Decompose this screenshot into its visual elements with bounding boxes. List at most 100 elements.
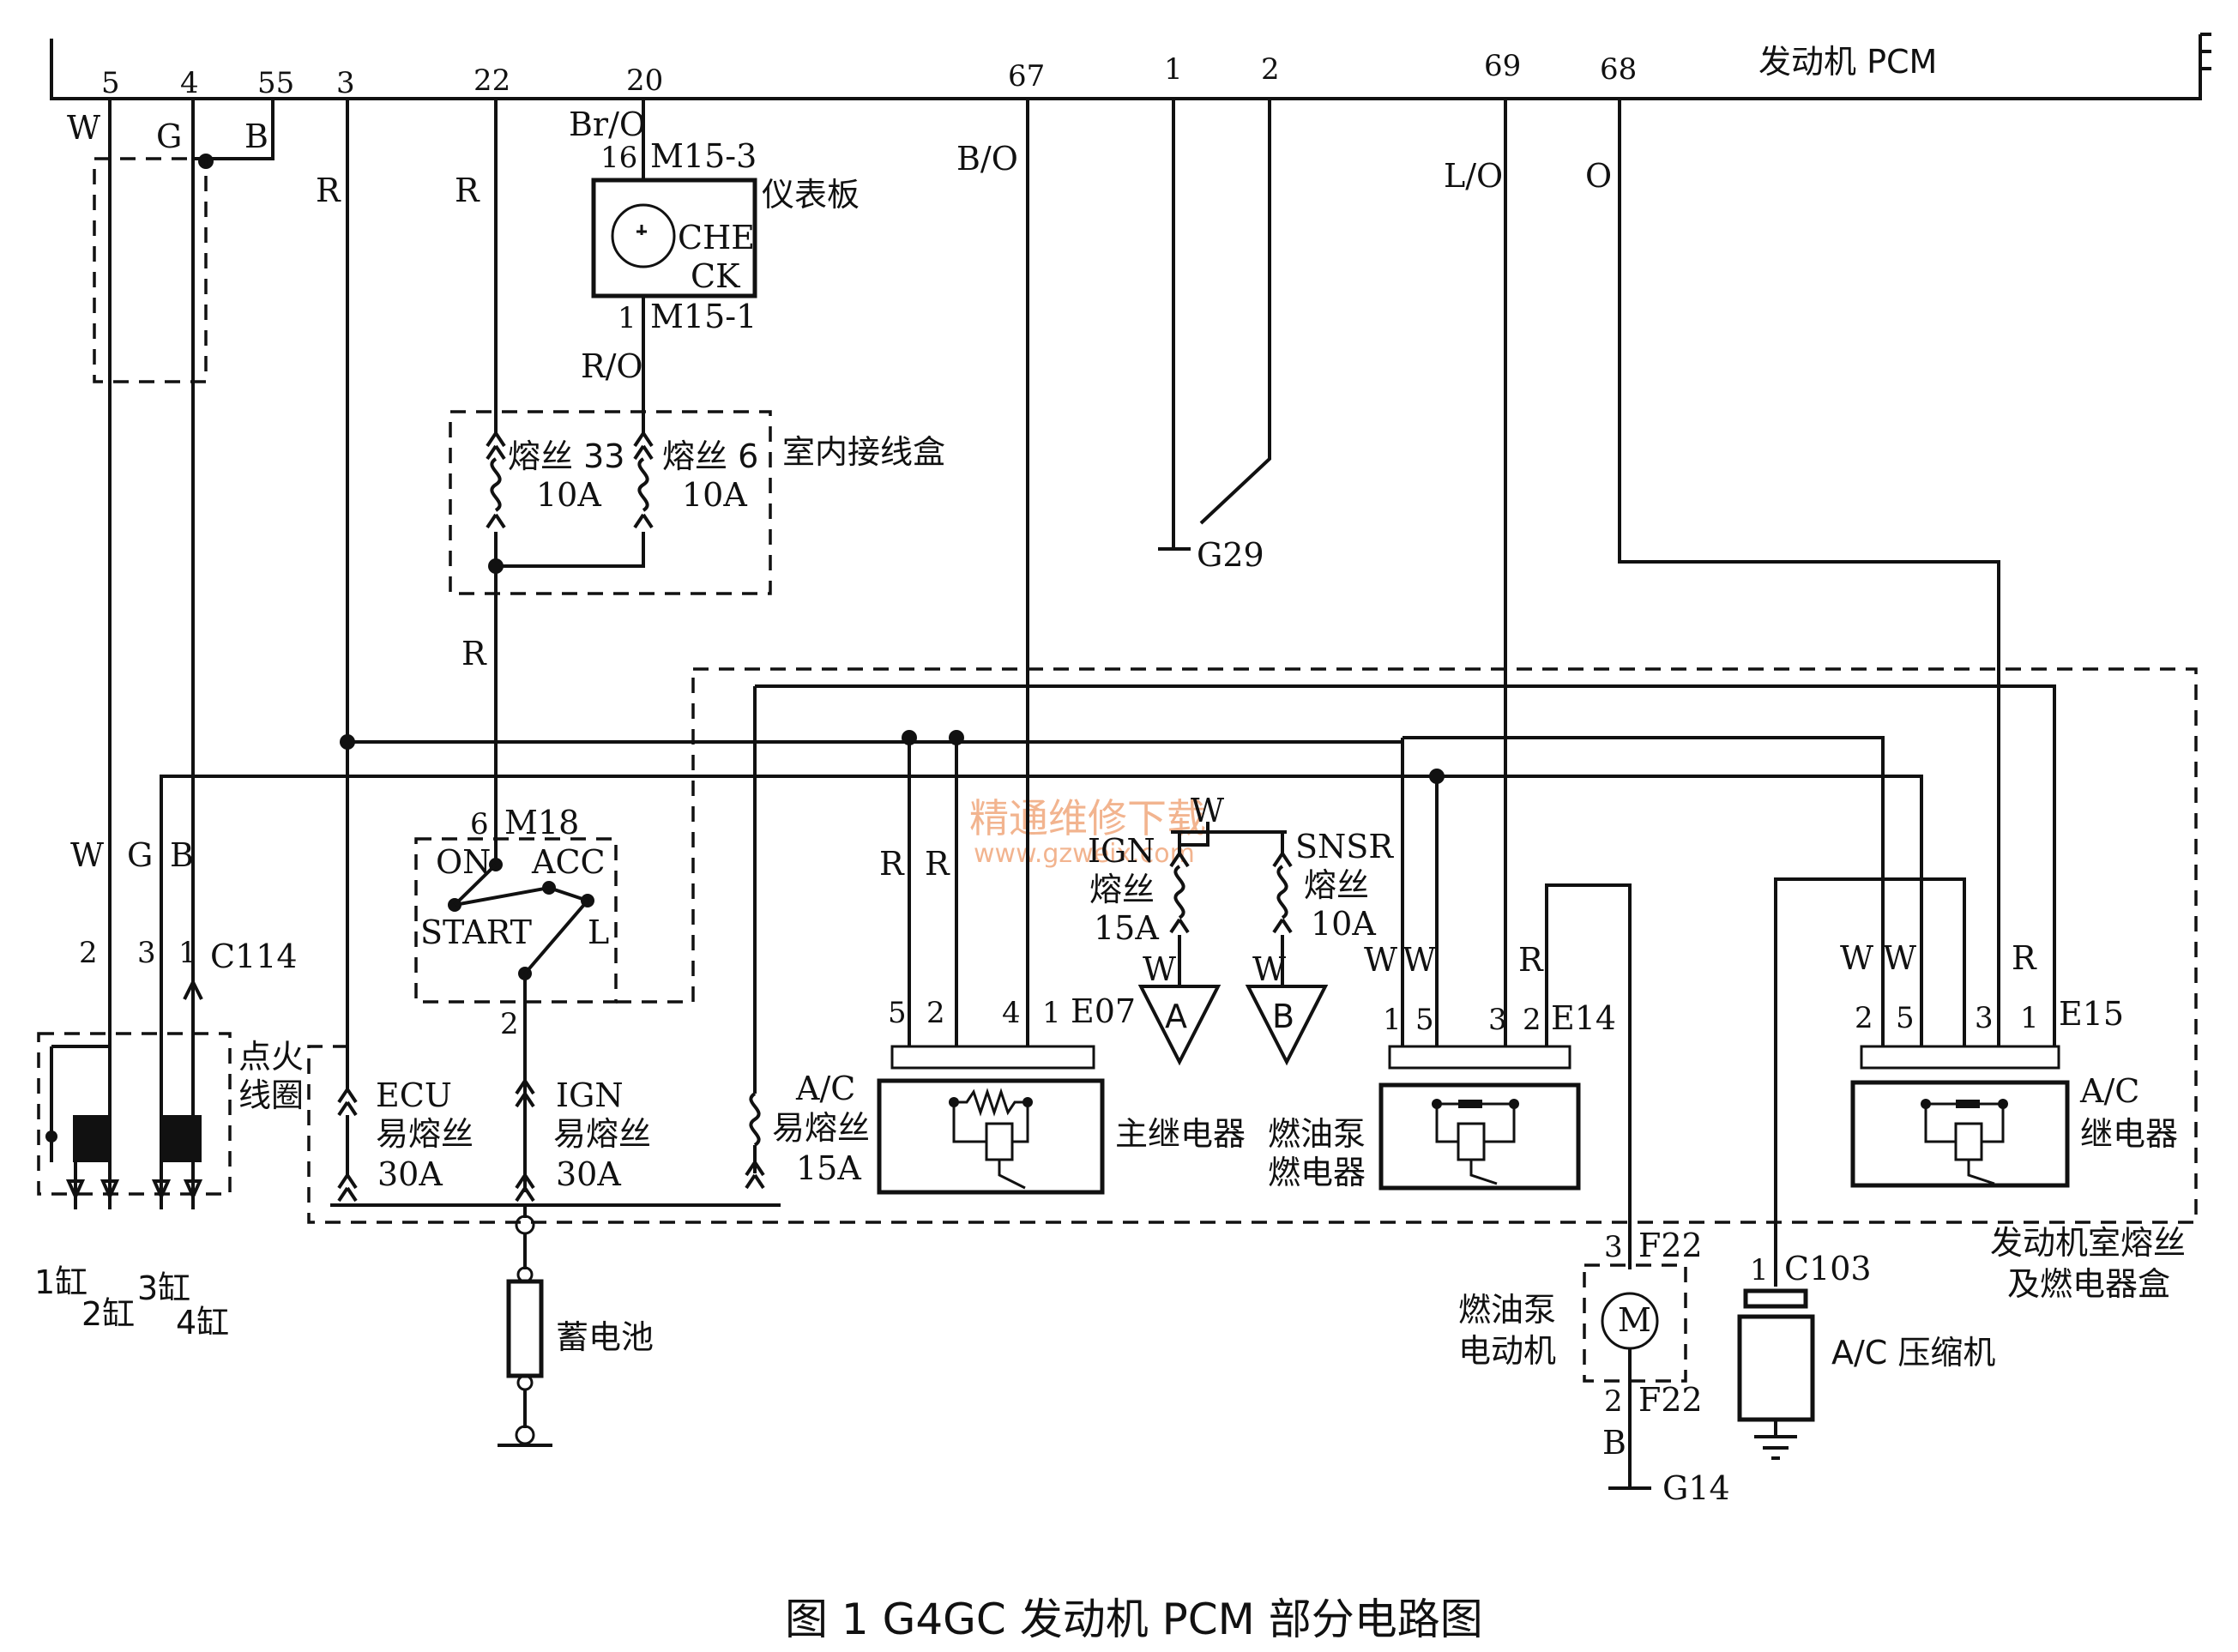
wire-g-top: G bbox=[156, 118, 182, 155]
instr-label: 仪表板 bbox=[762, 176, 860, 214]
ac-compressor bbox=[1737, 1288, 1815, 1460]
watermark-text: 精通维修下载 bbox=[969, 795, 1206, 841]
switch-link-box bbox=[616, 669, 695, 1004]
pcm-pin-4: 4 bbox=[180, 66, 199, 100]
instr-lamp-2: CK bbox=[691, 257, 740, 295]
ign-s-1: IGN bbox=[1088, 832, 1155, 870]
ref-a: A bbox=[1165, 998, 1187, 1035]
sw-pin-top: 6 bbox=[470, 807, 489, 841]
ref-b: B bbox=[1272, 998, 1294, 1035]
fp-label-2: 电动机 bbox=[1458, 1332, 1556, 1370]
fr-pin-3: 3 bbox=[1488, 1003, 1507, 1037]
ground-g14: G14 bbox=[1662, 1469, 1730, 1507]
fuse33-name: 熔丝 33 bbox=[508, 437, 624, 475]
cyl-1: 1缸 bbox=[34, 1263, 87, 1301]
ac-pin-3: 3 bbox=[1975, 1001, 1994, 1035]
wire-r-fr: R bbox=[1518, 941, 1544, 979]
ac-pin-2: 2 bbox=[1855, 1001, 1873, 1035]
engine-fuse-box bbox=[307, 667, 2198, 1224]
indoor-junction-box bbox=[449, 410, 772, 595]
ac-pin-5: 5 bbox=[1896, 1001, 1915, 1035]
fp-pin-bot: 2 bbox=[1604, 1384, 1623, 1419]
fp-m: M bbox=[1618, 1301, 1651, 1339]
instrument-panel bbox=[591, 178, 757, 298]
wire-w-ac2: W bbox=[1883, 939, 1916, 977]
pcm-pin-20: 20 bbox=[626, 63, 663, 98]
ign-fuse-1: IGN bbox=[556, 1076, 624, 1114]
mr-conn: E07 bbox=[1071, 992, 1136, 1030]
wire-w-fr2: W bbox=[1403, 941, 1436, 979]
fuel-pump-relay bbox=[1378, 99, 1632, 1269]
wire-w-top: W bbox=[67, 109, 100, 147]
wire-w-fr1: W bbox=[1364, 941, 1397, 979]
snsr-3: 10A bbox=[1311, 905, 1376, 943]
sw-l: L bbox=[588, 913, 609, 951]
pcm-title: 发动机 PCM bbox=[1758, 43, 1937, 81]
fr-pin-5: 5 bbox=[1415, 1003, 1434, 1037]
coil-label-2: 线圈 bbox=[238, 1076, 304, 1114]
fusible-links bbox=[330, 684, 2056, 1447]
wire-b-fp: B bbox=[1602, 1424, 1626, 1462]
wire-b-coil: B bbox=[170, 836, 194, 874]
ign-fuse-2: 易熔丝 bbox=[553, 1115, 651, 1153]
ign-snsr-fuses bbox=[1137, 822, 1329, 1066]
wire-ro: R/O bbox=[581, 347, 643, 385]
junction-box-label: 室内接线盒 bbox=[782, 433, 945, 471]
sw-on: ON bbox=[436, 843, 491, 881]
ign-fuse-3: 30A bbox=[556, 1155, 621, 1193]
pcm-pin-2: 2 bbox=[1261, 52, 1280, 87]
wire-r-ac: R bbox=[2012, 939, 2037, 977]
wire-bo: B/O bbox=[956, 140, 1018, 178]
instr-conn-bot: M15-1 bbox=[650, 298, 757, 335]
fp-pin-top: 3 bbox=[1604, 1230, 1623, 1264]
sw-conn: M18 bbox=[504, 804, 579, 841]
wire-r-mr2: R bbox=[925, 845, 950, 883]
wire-r-mr1: R bbox=[879, 845, 905, 883]
wire-r-pin3: R bbox=[316, 172, 341, 209]
pcm-pin-67: 67 bbox=[1008, 59, 1045, 93]
ac-fuse-2: 易熔丝 bbox=[772, 1109, 870, 1147]
engine-box-label-2: 及燃电器盒 bbox=[2007, 1265, 2170, 1303]
snsr-1: SNSR bbox=[1295, 828, 1394, 865]
wire-w-coil: W bbox=[70, 836, 104, 874]
fuel-pump-motor bbox=[1583, 1263, 1687, 1490]
pcm-pin-22: 22 bbox=[474, 63, 510, 98]
pcm-pin-5: 5 bbox=[101, 66, 120, 100]
fuse6-rating: 10A bbox=[682, 476, 747, 514]
coil-wiring bbox=[93, 99, 1437, 1209]
comp-pin: 1 bbox=[1750, 1253, 1769, 1287]
ign-s-2: 熔丝 bbox=[1089, 871, 1155, 908]
wire-lo: L/O bbox=[1444, 157, 1503, 195]
ac-fuse-1: A/C bbox=[795, 1070, 855, 1107]
ground-g29-wiring bbox=[1158, 99, 1271, 551]
ac-pin-1: 1 bbox=[2020, 1001, 2039, 1035]
comp-label: A/C 压缩机 bbox=[1831, 1334, 1995, 1372]
pcm-pin-55: 55 bbox=[257, 66, 294, 100]
ac-relay-label-2: 继电器 bbox=[2080, 1115, 2178, 1153]
main-relay bbox=[877, 99, 1105, 1195]
wire-w-ac1: W bbox=[1840, 939, 1873, 977]
ground-g29: G29 bbox=[1197, 536, 1264, 574]
ecu-fuse-2: 易熔丝 bbox=[376, 1115, 474, 1153]
fr-pin-1: 1 bbox=[1383, 1003, 1402, 1037]
pcm-pin-69: 69 bbox=[1484, 49, 1521, 83]
coil-connector: C114 bbox=[210, 938, 298, 975]
wire-o: O bbox=[1585, 157, 1612, 195]
sw-pin-bot: 2 bbox=[500, 1007, 519, 1041]
ac-relay bbox=[1403, 99, 2070, 1287]
fp-conn-bot: F22 bbox=[1638, 1381, 1703, 1419]
fr-conn: E14 bbox=[1551, 999, 1616, 1037]
mr-pin-5: 5 bbox=[888, 996, 907, 1030]
mr-pin-1: 1 bbox=[1042, 996, 1061, 1030]
main-relay-label: 主继电器 bbox=[1115, 1115, 1246, 1153]
fp-conn-top: F22 bbox=[1638, 1227, 1703, 1264]
wire-g-coil: G bbox=[127, 836, 153, 874]
ecu-fuse-1: ECU bbox=[376, 1076, 452, 1114]
coil-label-1: 点火 bbox=[238, 1038, 304, 1076]
battery-label: 蓄电池 bbox=[556, 1318, 654, 1356]
wire-b-top: B bbox=[244, 118, 268, 155]
ac-relay-label-1: A/C bbox=[2079, 1072, 2139, 1110]
comp-conn: C103 bbox=[1784, 1250, 1872, 1287]
wire-w-b: W bbox=[1252, 950, 1286, 988]
